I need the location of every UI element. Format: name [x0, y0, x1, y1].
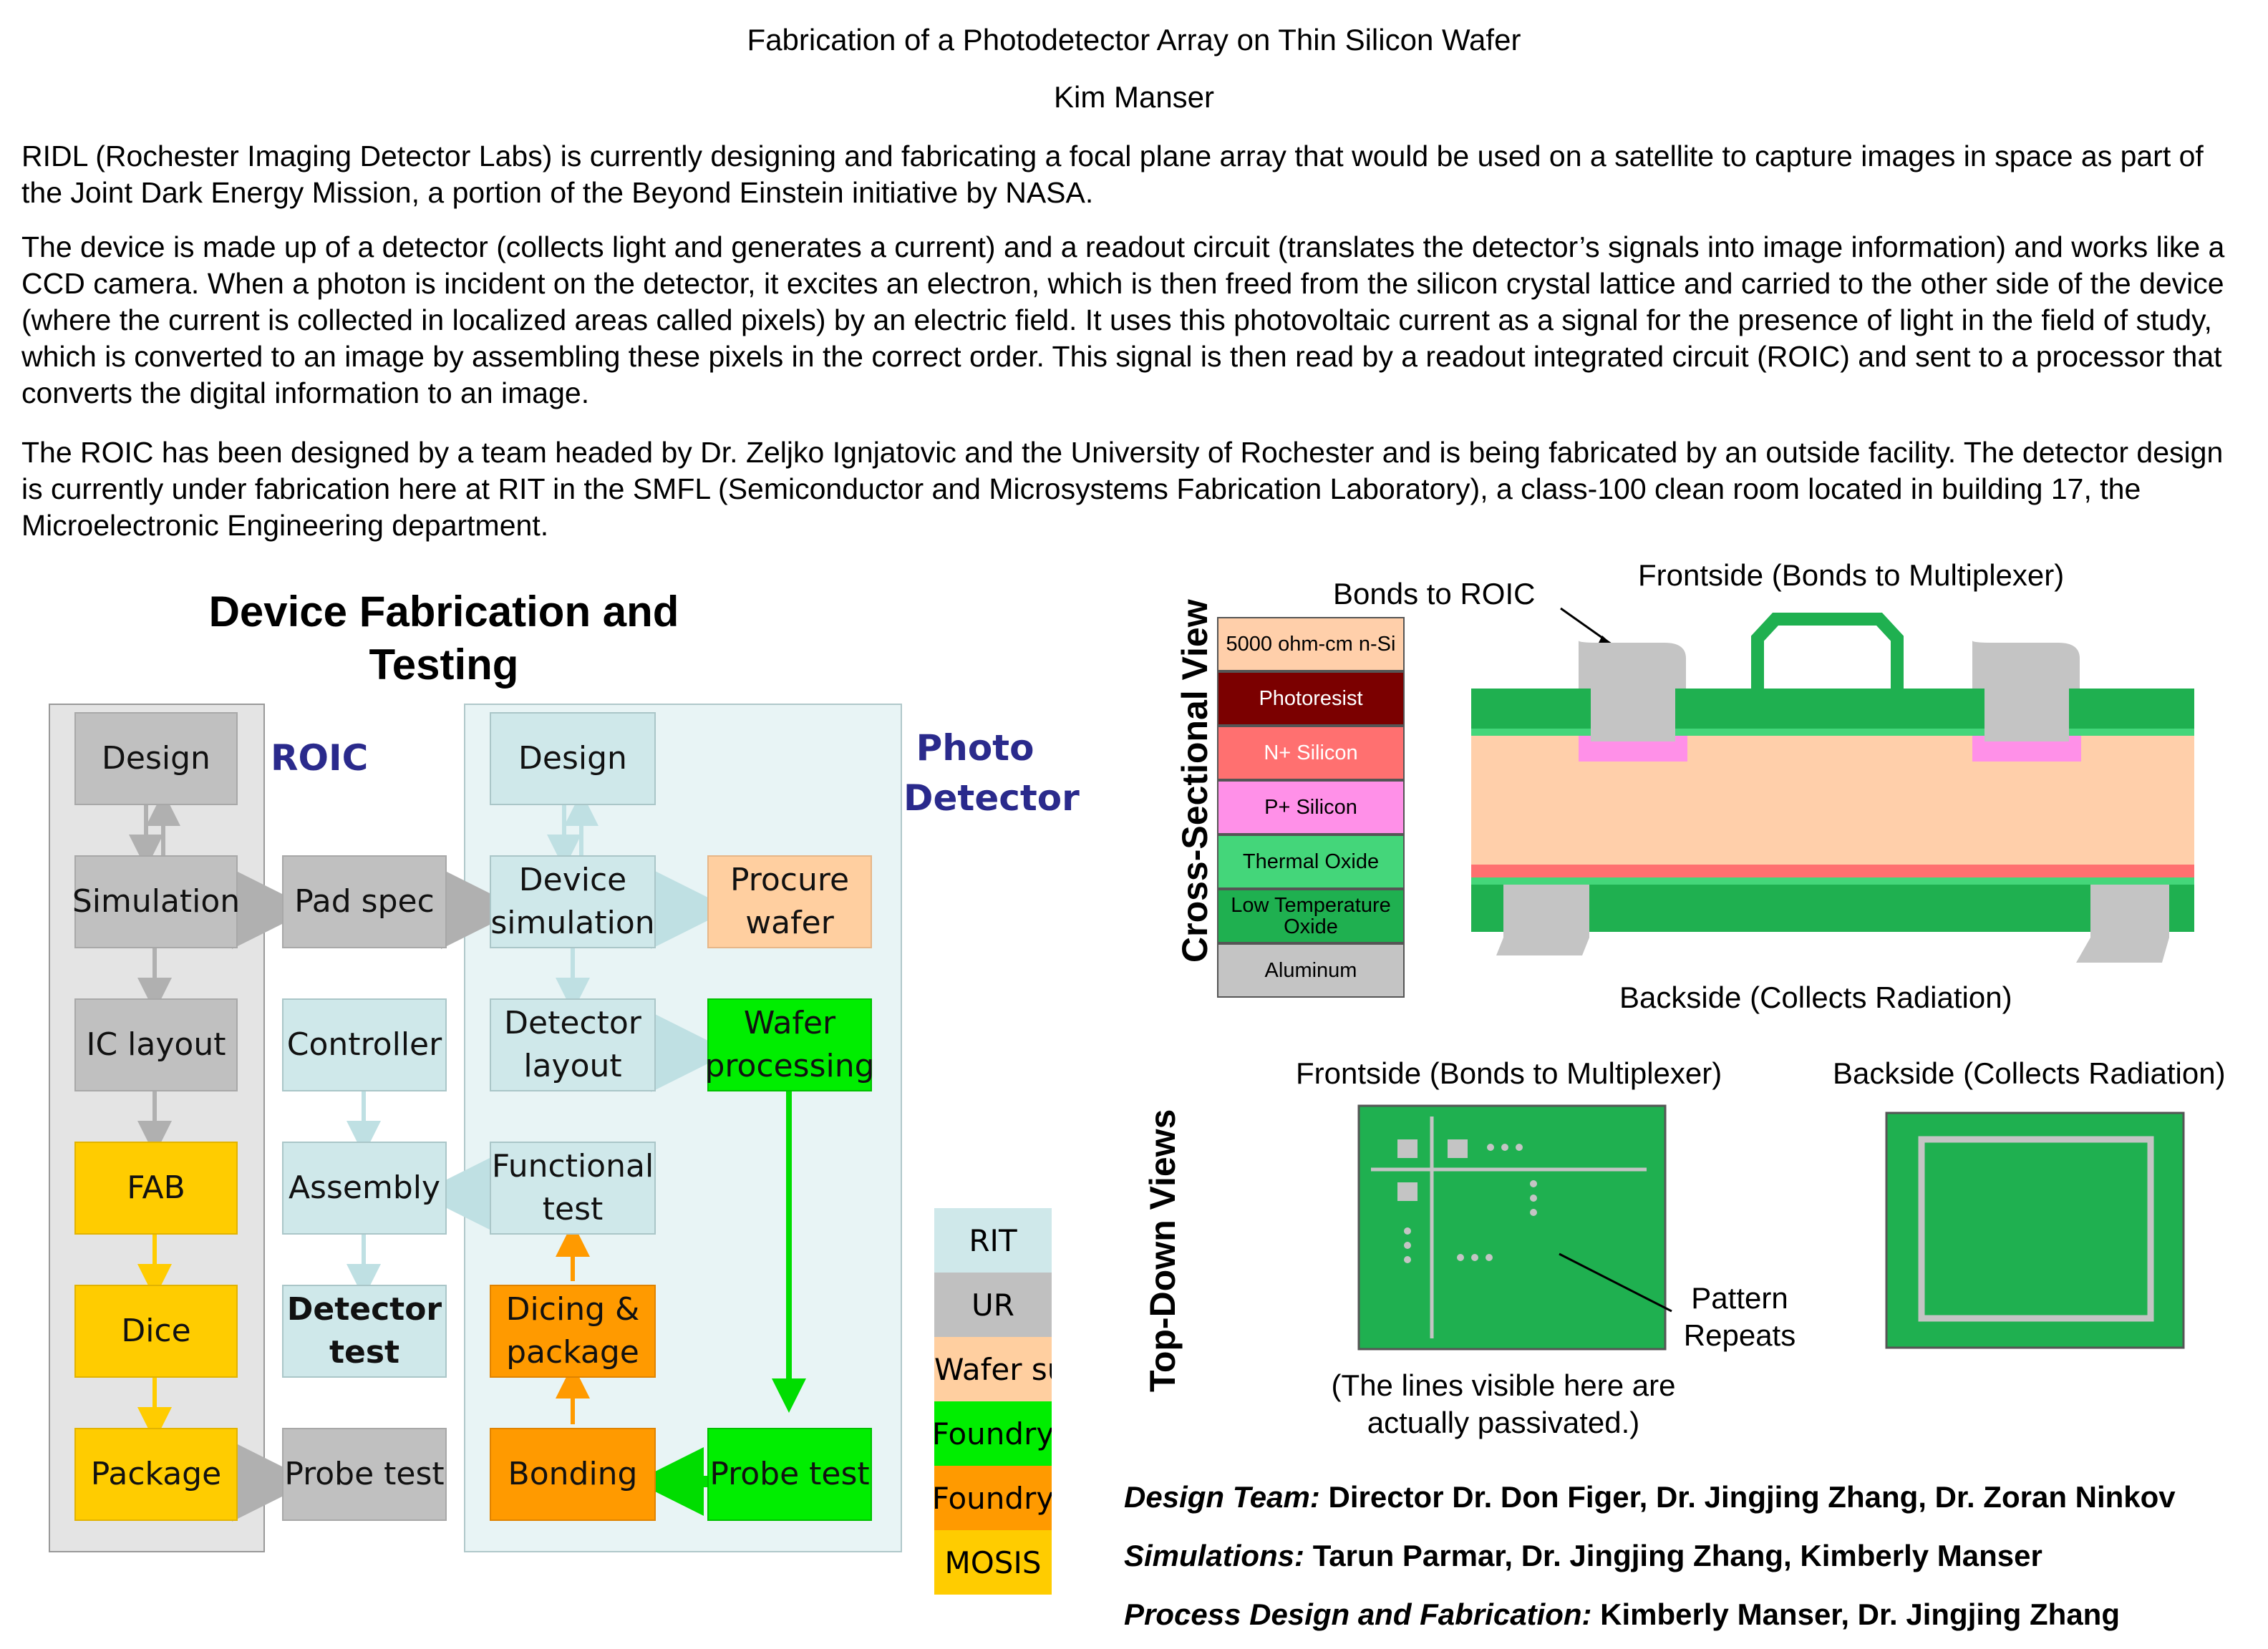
det-layout-line1: Detector [504, 1005, 641, 1041]
layer-thermal-oxide-label: Thermal Oxide [1242, 850, 1380, 873]
poster-author: Kim Manser [1053, 80, 1215, 114]
roic-simulation-box: Simulation [72, 855, 240, 948]
dicing-line2: package [506, 1334, 639, 1371]
layer-aluminum: Aluminum [1217, 943, 1405, 998]
controller-box: Controller [282, 998, 447, 1091]
layer-n-plus: N+ Silicon [1217, 726, 1405, 780]
roic-paragraph: The ROIC has been designed by a team hea… [21, 436, 2224, 542]
credit-process-names: Kimberly Manser, Dr. Jingjing Zhang [1591, 1597, 2120, 1631]
roic-label: ROIC [271, 737, 369, 779]
credit-process-role: Process Design and Fabrication: [1124, 1597, 1592, 1631]
device-paragraph: The device is made up of a detector (col… [21, 230, 2225, 409]
credit-design-names: Director Dr. Don Figer, Dr. Jingjing Zha… [1319, 1480, 2176, 1514]
cs-frontside-label: Frontside (Bonds to Multiplexer) [1638, 558, 2065, 592]
detector-panel [464, 704, 902, 1552]
assembly-box: Assembly [282, 1142, 447, 1235]
bonding-box: Bonding [490, 1428, 656, 1521]
layer-photoresist: Photoresist [1217, 671, 1405, 726]
flow-title-line2: Testing [369, 641, 519, 689]
poster-title: Fabrication of a Photodetector Array on … [747, 23, 1521, 57]
roic-design-box: Design [74, 712, 238, 805]
detector-design-box: Design [490, 712, 656, 805]
functional-line2: test [542, 1191, 604, 1227]
pad-spec-box: Pad spec [282, 855, 447, 948]
pattern-line2: Repeats [1683, 1318, 1796, 1352]
layer-p-plus: P+ Silicon [1217, 780, 1405, 835]
layer-aluminum-label: Aluminum [1264, 959, 1357, 982]
roic-probe-test-box: Probe test [282, 1428, 447, 1521]
legend-wafer-supplier: Wafer supplier [934, 1337, 1052, 1401]
td-frontside-label: Frontside (Bonds to Multiplexer) [1296, 1056, 1722, 1090]
det-layout-line2: layout [523, 1048, 622, 1084]
dicing-package-box: Dicing & package [490, 1285, 656, 1378]
layer-photoresist-label: Photoresist [1259, 687, 1363, 710]
note-line2: actually passivated.) [1367, 1406, 1640, 1439]
layer-n-si: 5000 ohm-cm n-Si [1217, 617, 1405, 671]
layer-lto: Low Temperature Oxide [1217, 889, 1405, 943]
credit-process: Process Design and Fabrication: Kimberly… [1124, 1597, 2120, 1632]
wafer-proc-line2: processing [704, 1048, 875, 1084]
procure-line2: wafer [745, 905, 834, 941]
ic-layout-box: IC layout [74, 998, 238, 1091]
dice-box: Dice [74, 1285, 238, 1378]
photo-label-line1: Photo [916, 727, 1034, 769]
device-sim-line1: Device [518, 862, 627, 898]
credit-design-team: Design Team: Director Dr. Don Figer, Dr.… [1124, 1480, 2176, 1514]
detector-test-line1: Detector [286, 1291, 442, 1328]
legend-ur: UR [934, 1273, 1052, 1337]
layer-lto-label: Low Temperature Oxide [1231, 894, 1391, 938]
passivated-note: (The lines visible here are actually pas… [1303, 1367, 1704, 1441]
procure-wafer-box: Procure wafer [707, 855, 872, 948]
layer-n-si-label: 5000 ohm-cm n-Si [1226, 633, 1396, 656]
detector-probe-test-box: Probe test [707, 1428, 872, 1521]
credit-design-role: Design Team: [1124, 1480, 1320, 1514]
legend-mosis: MOSIS [934, 1530, 1052, 1595]
note-line1: (The lines visible here are [1331, 1368, 1676, 1402]
procure-line1: Procure [730, 862, 850, 898]
legend-foundry-green: Foundry [934, 1401, 1052, 1466]
functional-test-box: Functional test [490, 1142, 656, 1235]
td-backside-label: Backside (Collects Radiation) [1833, 1056, 2226, 1090]
layer-thermal-oxide: Thermal Oxide [1217, 835, 1405, 889]
pattern-line1: Pattern [1691, 1281, 1788, 1315]
legend-rit: RIT [934, 1208, 1052, 1273]
bonds-roic-label: Bonds to ROIC [1333, 577, 1536, 611]
flow-title-line1: Device Fabrication and [208, 588, 679, 636]
dicing-line1: Dicing & [505, 1291, 640, 1328]
legend-foundry-orange: Foundry [934, 1466, 1052, 1530]
flow-title: Device Fabrication and Testing [172, 585, 716, 691]
fab-box: FAB [74, 1142, 238, 1235]
layer-p-plus-label: P+ Silicon [1264, 796, 1357, 819]
credit-sim-names: Tarun Parmar, Dr. Jingjing Zhang, Kimber… [1304, 1539, 2042, 1572]
credit-simulations: Simulations: Tarun Parmar, Dr. Jingjing … [1124, 1539, 2042, 1573]
intro-paragraph: RIDL (Rochester Imaging Detector Labs) i… [21, 140, 2204, 209]
detector-test-line2: test [329, 1334, 400, 1371]
package-box: Package [74, 1428, 238, 1521]
device-simulation-box: Device simulation [490, 855, 656, 948]
functional-line1: Functional [491, 1148, 654, 1185]
device-sim-line2: simulation [490, 905, 655, 941]
detector-test-box: Detector test [282, 1285, 447, 1378]
wafer-processing-box: Wafer processing [704, 998, 875, 1091]
pattern-repeats-label: Pattern Repeats [1668, 1280, 1811, 1354]
cs-backside-label: Backside (Collects Radiation) [1619, 981, 2012, 1014]
detector-layout-box: Detector layout [490, 998, 656, 1091]
credit-sim-role: Simulations: [1124, 1539, 1305, 1572]
layer-n-plus-label: N+ Silicon [1264, 741, 1358, 764]
wafer-proc-line1: Wafer [743, 1005, 836, 1041]
